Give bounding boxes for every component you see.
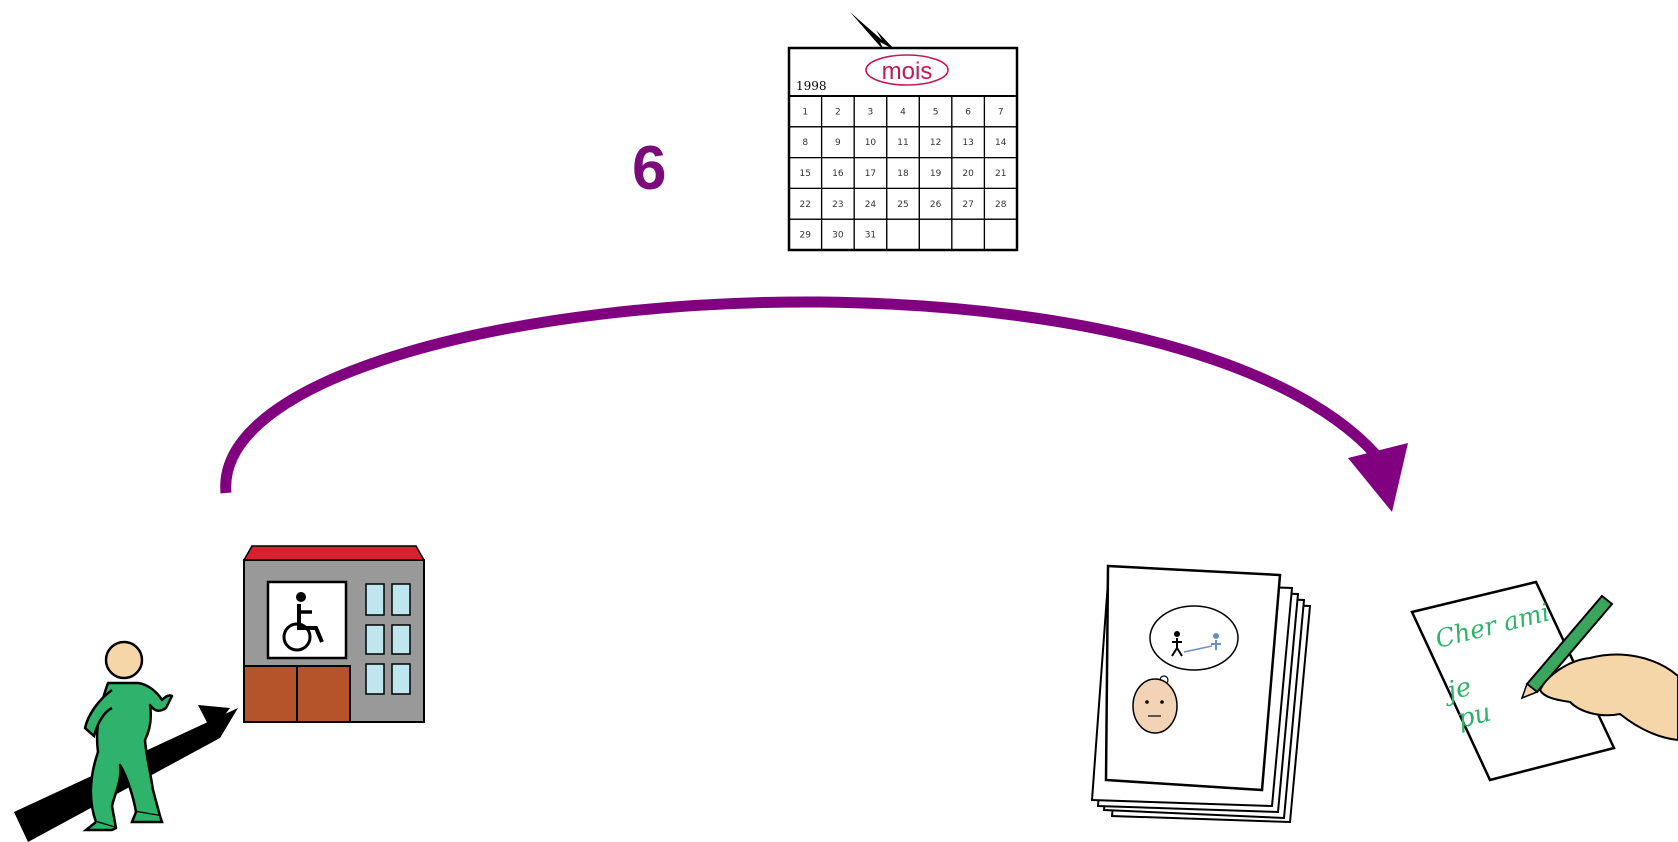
- calendar-day-label: 11: [897, 138, 908, 148]
- calendar-day-label: 30: [832, 231, 844, 241]
- calendar-day-label: 26: [930, 200, 942, 210]
- calendar-day-label: 2: [835, 107, 841, 117]
- calendar-day-label: 12: [930, 138, 941, 148]
- calendar-day-label: 28: [995, 200, 1007, 210]
- accessible-building-icon: [242, 545, 426, 723]
- calendar-day-label: 6: [965, 107, 971, 117]
- calendar-day-label: 10: [865, 138, 877, 148]
- calendar-day-label: 4: [900, 107, 906, 117]
- calendar-day-label: 21: [995, 169, 1006, 179]
- calendar-month-text: mois: [882, 58, 933, 85]
- calendar-day-label: 20: [962, 169, 974, 179]
- calendar-day-label: 25: [897, 200, 908, 210]
- writing-hand-icon: Cher ami je pu: [1410, 580, 1678, 782]
- calendar-day-label: 17: [865, 169, 876, 179]
- calendar-day-label: 5: [933, 107, 939, 117]
- calendar-day-label: 31: [865, 231, 876, 241]
- step-number: 6: [632, 134, 667, 203]
- calendar-cell: [983, 218, 1018, 251]
- calendar-day-label: 9: [835, 138, 841, 148]
- calendar-day-label: 22: [800, 200, 811, 210]
- calendar-day-label: 29: [800, 231, 812, 241]
- calendar-day-label: 23: [832, 200, 843, 210]
- calendar-year-text: 1998: [796, 79, 827, 93]
- calendar-day-label: 13: [962, 138, 973, 148]
- curved-arrow-icon: [220, 296, 1408, 512]
- calendar-day-label: 27: [962, 200, 973, 210]
- calendar-day-label: 24: [865, 200, 877, 210]
- walking-person-icon: [14, 640, 238, 842]
- calendar-day-label: 16: [832, 169, 844, 179]
- document-stack-icon: [1090, 564, 1312, 824]
- calendar-day-label: 18: [897, 169, 909, 179]
- calendar-day-label: 19: [930, 169, 942, 179]
- calendar-day-label: 3: [868, 107, 874, 117]
- calendar-day-label: 15: [800, 169, 811, 179]
- calendar-day-label: 14: [995, 138, 1007, 148]
- calendar-day-label: 7: [998, 107, 1004, 117]
- calendar-day-label: 1: [802, 107, 808, 117]
- calendar-day-label: 8: [802, 138, 808, 148]
